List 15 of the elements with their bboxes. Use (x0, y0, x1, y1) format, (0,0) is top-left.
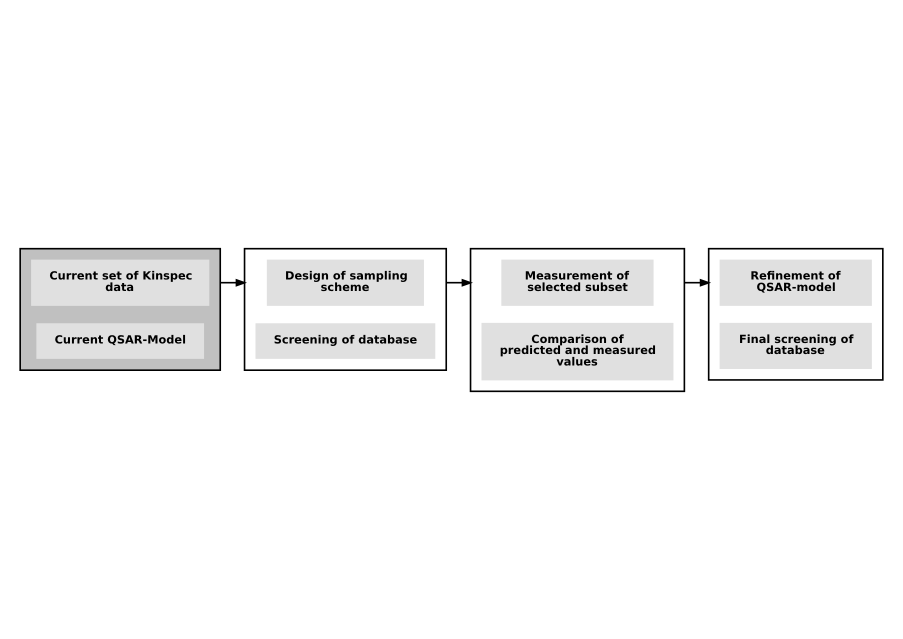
cluster (708, 247, 884, 380)
node-box: Comparison of predicted and measured values (481, 322, 674, 380)
cluster (19, 247, 222, 371)
node-box: Measurement of selected subset (501, 259, 654, 306)
cluster (470, 247, 686, 392)
cluster (244, 247, 448, 371)
node-box: Final screening of database (720, 322, 872, 368)
node-box: Refinement of QSAR-model (720, 259, 872, 306)
node-box: Current QSAR-Model (36, 322, 204, 358)
node-box: Screening of database (255, 322, 436, 358)
node-box: Current set of Kinspec data (31, 259, 210, 306)
arrow (684, 278, 712, 286)
arrow (446, 278, 473, 286)
node-box: Design of sampling scheme (266, 259, 424, 306)
arrow (220, 278, 247, 286)
